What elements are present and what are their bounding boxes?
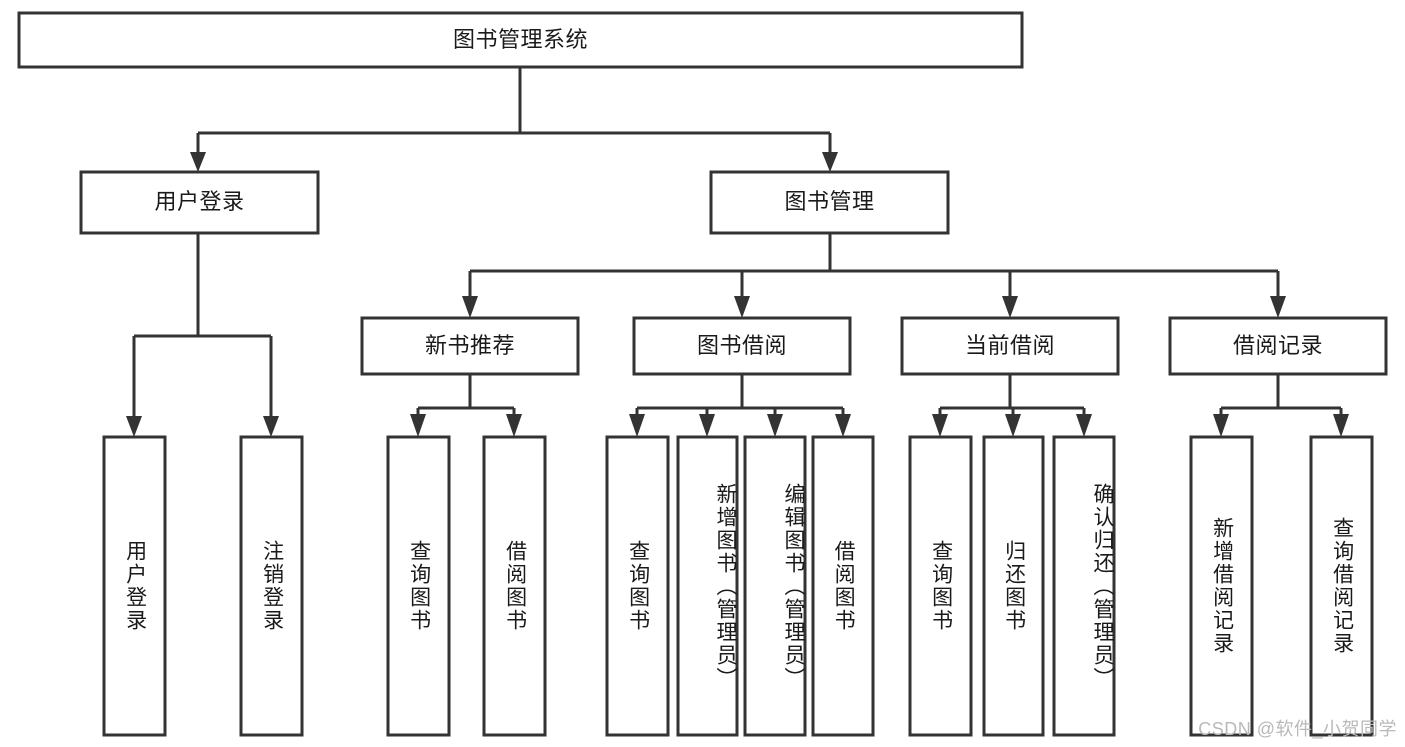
node-box-recommend-borrow-book[interactable] <box>482 435 547 737</box>
node-box-borrow-add-book[interactable] <box>676 435 739 737</box>
arrow-head-current-borrow <box>1002 296 1018 318</box>
node-box-book-management[interactable] <box>709 170 950 235</box>
arrow-head-new-book-recommend <box>462 296 478 318</box>
node-box-borrow-borrow-book[interactable] <box>811 435 875 737</box>
node-box-new-book-recommend[interactable] <box>360 316 580 376</box>
node-box-book-borrow[interactable] <box>632 316 852 376</box>
arrow-head-borrow-add-book <box>699 414 715 437</box>
arrow-head-borrow-records <box>1270 296 1286 318</box>
node-box-records-add[interactable] <box>1189 435 1254 737</box>
arrow-head-borrow-query-book <box>629 414 645 437</box>
arrow-head-current-query-book <box>932 414 948 437</box>
node-box-records-query[interactable] <box>1309 435 1374 737</box>
node-box-borrow-records[interactable] <box>1168 316 1388 376</box>
arrow-head-borrow-borrow-book <box>835 414 851 437</box>
node-box-current-confirm-return[interactable] <box>1052 435 1116 737</box>
node-box-borrow-query-book[interactable] <box>605 435 670 737</box>
arrow-head-records-add <box>1213 414 1229 437</box>
arrow-head-recommend-query-book <box>410 414 426 437</box>
watermark-text: CSDN @软件_小贺同学 <box>1198 719 1397 739</box>
arrow-head-current-return-book <box>1005 414 1021 437</box>
node-box-root[interactable] <box>17 11 1024 69</box>
arrow-head-records-query <box>1333 414 1349 437</box>
node-box-user-logout-leaf[interactable] <box>239 435 304 737</box>
arrow-head-book-borrow <box>734 296 750 318</box>
arrow-head-book-management <box>822 152 838 172</box>
arrow-head-borrow-edit-book <box>767 414 783 437</box>
node-box-current-borrow[interactable] <box>900 316 1120 376</box>
node-box-current-query-book[interactable] <box>908 435 973 737</box>
arrow-head-current-confirm-return <box>1076 414 1092 437</box>
node-box-borrow-edit-book[interactable] <box>743 435 807 737</box>
arrow-head-user-logout-leaf <box>263 416 279 437</box>
node-box-layer <box>17 11 1388 737</box>
node-box-current-return-book[interactable] <box>982 435 1045 737</box>
node-box-user-login-leaf[interactable] <box>102 435 167 737</box>
arrow-head-user-login <box>190 152 206 172</box>
arrow-head-recommend-borrow-book <box>506 414 522 437</box>
arrow-head-user-login-leaf <box>126 416 142 437</box>
node-box-recommend-query-book[interactable] <box>386 435 451 737</box>
node-box-user-login[interactable] <box>79 170 320 235</box>
connector-layer <box>126 67 1349 437</box>
